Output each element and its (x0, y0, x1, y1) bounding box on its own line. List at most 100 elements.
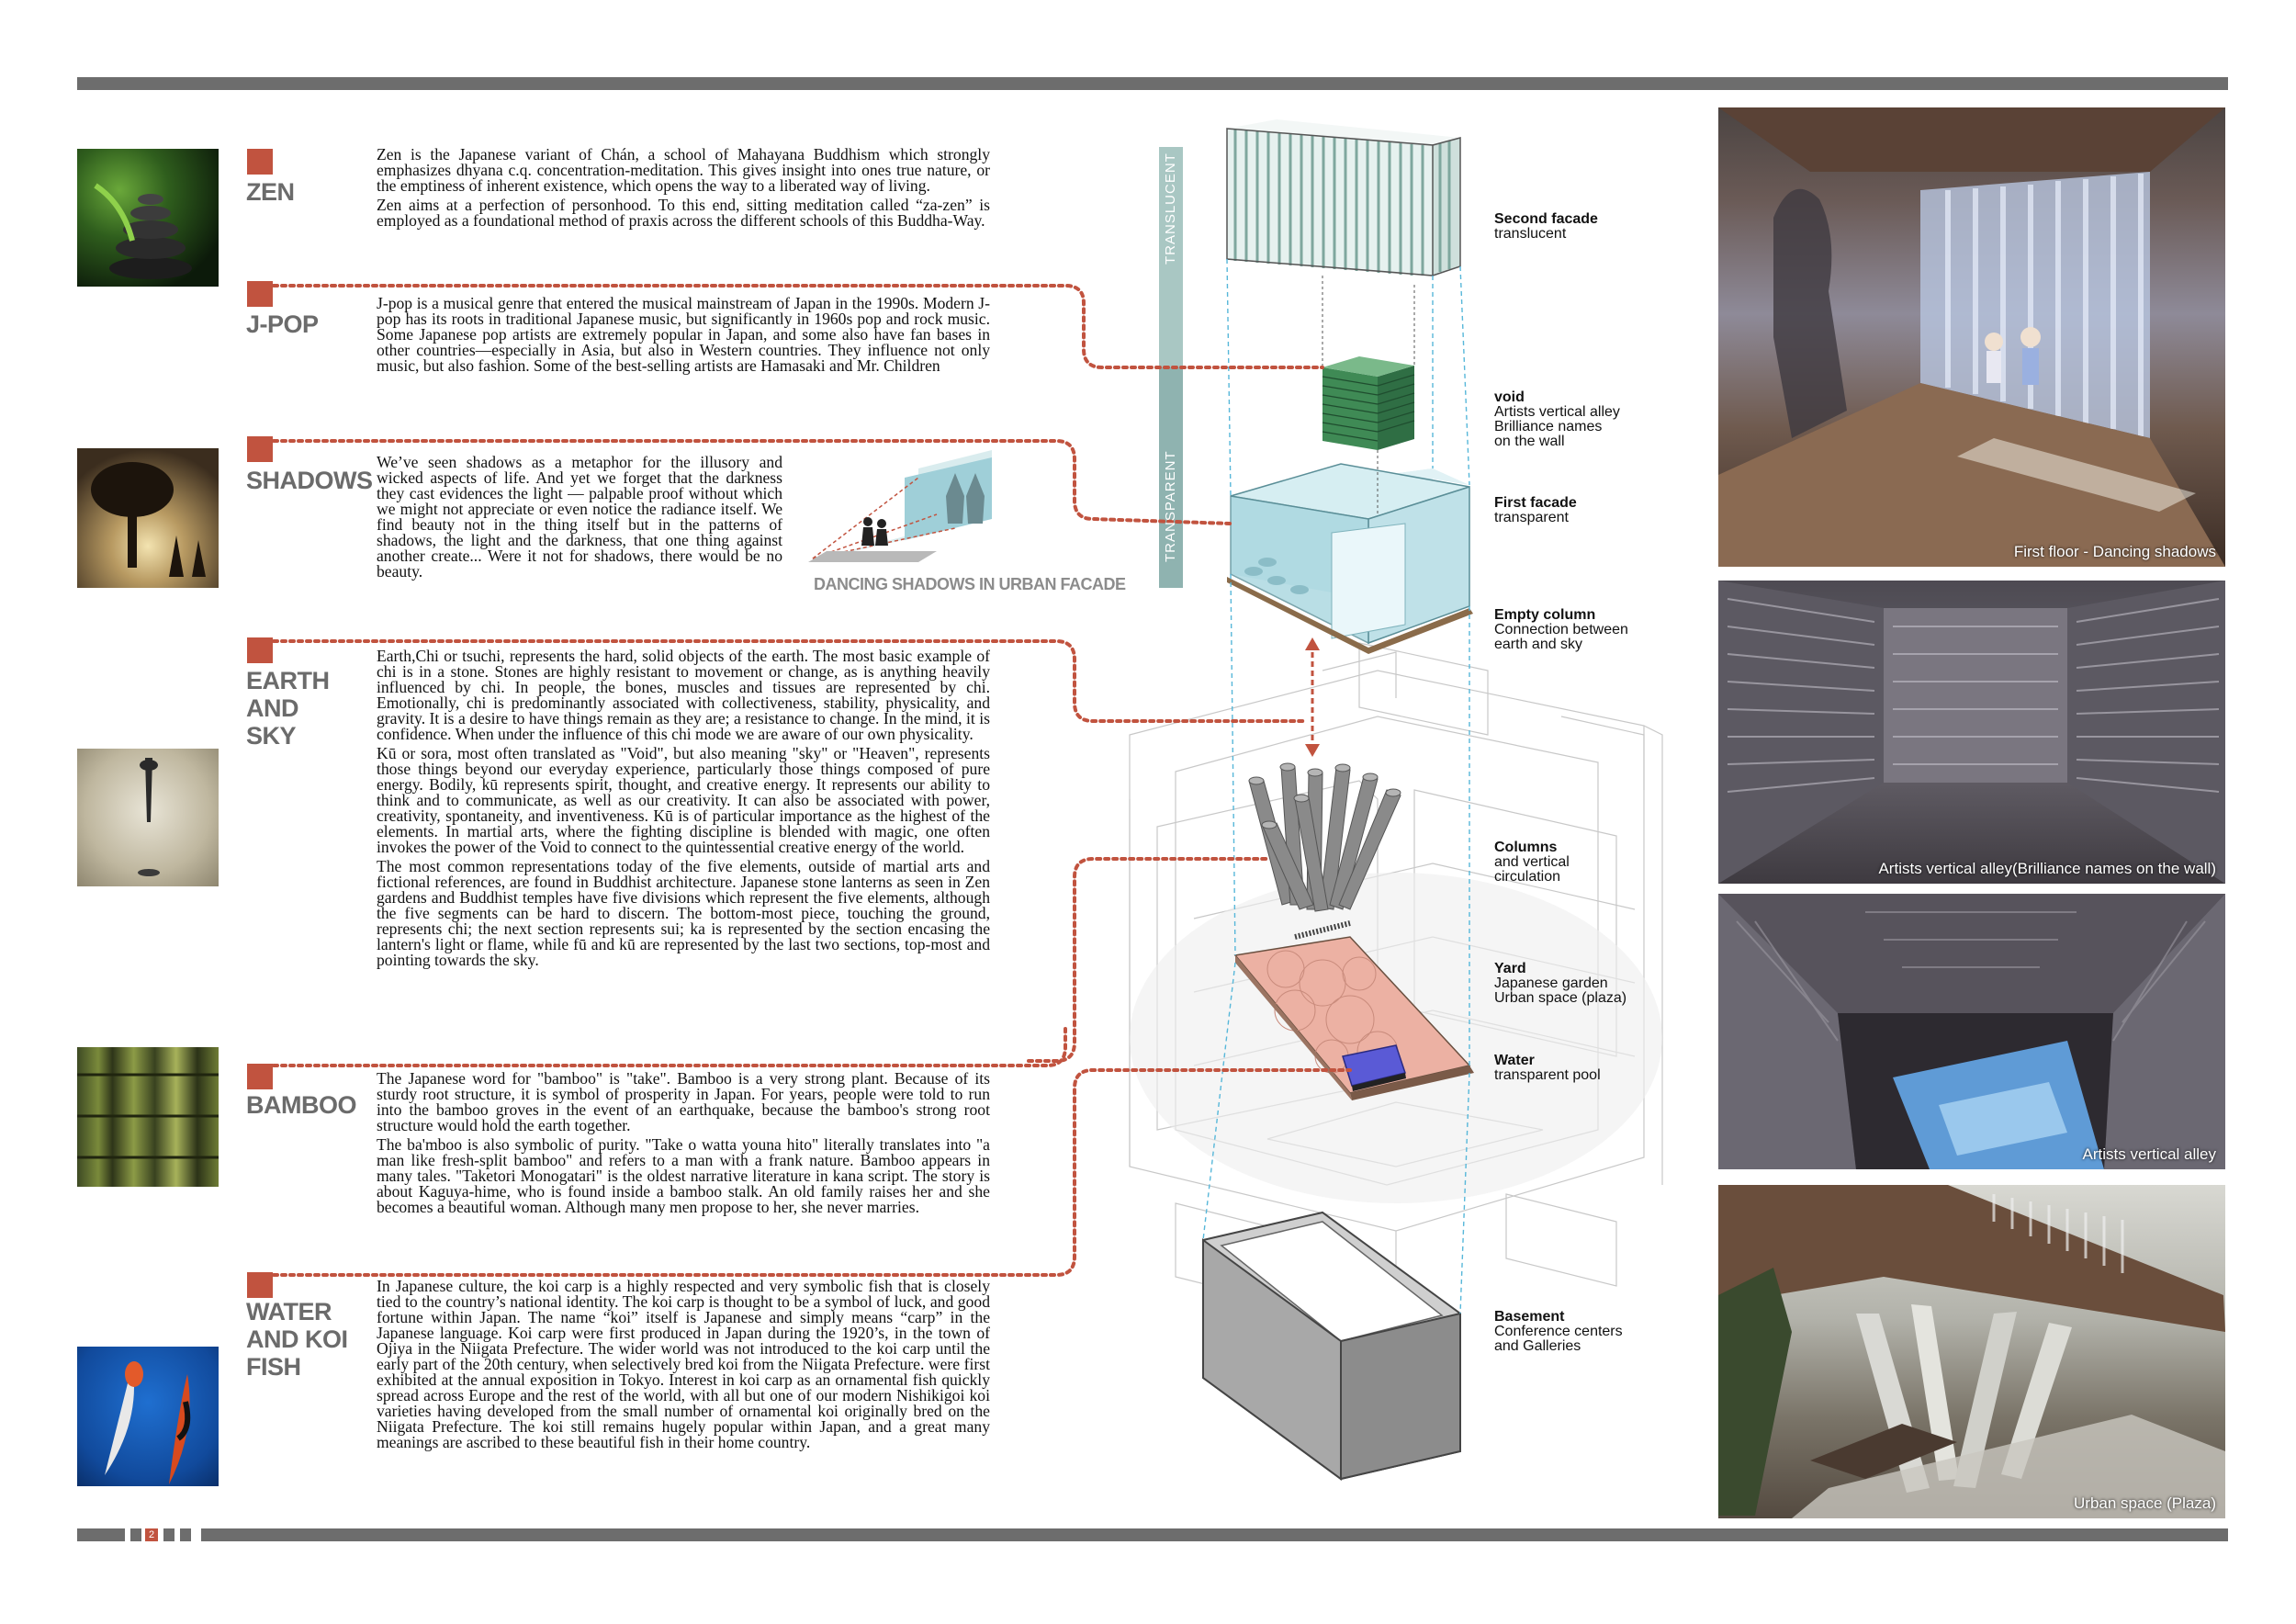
label-void-line-1: Artists vertical alley (1494, 404, 1620, 420)
label-void: void Artists vertical alley Brilliance n… (1494, 390, 1620, 449)
earth-paragraph-3: The most common representations today of… (377, 857, 990, 969)
second-facade-block (1226, 119, 1461, 276)
render-urban-plaza: Urban space (Plaza) (1718, 1185, 2225, 1518)
earth-paragraph-2: Kū or sora, most often translated as "Vo… (377, 744, 990, 856)
shadows-text: We’ve seen shadows as a metaphor for the… (377, 453, 782, 583)
jpop-heading: J-POP (246, 310, 319, 338)
yard-block (1233, 936, 1474, 1100)
earth-sky-heading: EARTH AND SKY (246, 667, 330, 750)
shadows-heading: SHADOWS (246, 467, 373, 494)
zen-heading: ZEN (246, 178, 295, 206)
koi-fish-icon (105, 1361, 191, 1484)
zen-text: Zen is the Japanese variant of Chán, a s… (377, 145, 990, 232)
bamboo-stalks-icon (77, 1073, 219, 1159)
label-basement-line-2: and Galleries (1494, 1338, 1581, 1354)
earth-sky-marker (247, 637, 273, 663)
label-second-facade-title: Second facade (1494, 211, 1598, 227)
jpop-text: J-pop is a musical genre that entered th… (377, 294, 990, 378)
label-water-line-1: transparent pool (1494, 1067, 1601, 1083)
label-yard: Yard Japanese garden Urban space (plaza) (1494, 962, 1626, 1006)
label-first-facade: First facade transparent (1494, 496, 1577, 525)
water-paragraph-1: In Japanese culture, the koi carp is a h… (377, 1277, 990, 1451)
render-artists-alley-names-caption: Artists vertical alley(Brilliance names … (1878, 860, 2216, 877)
render-artists-alley-names: Artists vertical alley(Brilliance names … (1718, 581, 2225, 884)
label-void-line-2: Brilliance names (1494, 419, 1603, 434)
label-second-facade: Second facade translucent (1494, 212, 1598, 242)
label-basement: Basement Conference centers and Gallerie… (1494, 1310, 1623, 1354)
render-artists-alley-caption: Artists vertical alley (2082, 1145, 2216, 1163)
render-artists-alley-art (1718, 894, 2225, 1169)
bamboo-paragraph-2: The ba'mboo is also symbolic of purity. … (377, 1135, 990, 1216)
label-void-title: void (1494, 389, 1525, 405)
bottom-bar-seg3 (163, 1528, 174, 1541)
zen-marker (247, 149, 273, 175)
shadow-diagram-caption: DANCING SHADOWS IN URBAN FACADE (814, 575, 1126, 593)
label-yard-title: Yard (1494, 961, 1526, 976)
shadow-puppet-thumbnail (77, 448, 219, 588)
top-bar (77, 77, 2228, 90)
empty-column-arrow (1305, 637, 1320, 757)
zen-paragraph-1: Zen is the Japanese variant of Chán, a s… (377, 145, 990, 195)
label-second-facade-line-1: translucent (1494, 226, 1567, 242)
label-columns-line-2: circulation (1494, 869, 1561, 885)
label-basement-title: Basement (1494, 1309, 1565, 1325)
render-artists-alley-names-art (1718, 581, 2225, 884)
first-facade-block (1227, 463, 1473, 654)
basement-block (1202, 1211, 1461, 1481)
bamboo-thumbnail (77, 1047, 219, 1187)
koi-fish-thumbnail (77, 1347, 219, 1486)
dancing-shadows-diagram (808, 450, 992, 562)
shadows-paragraph-1: We’ve seen shadows as a metaphor for the… (377, 453, 782, 581)
earth-sky-text: Earth,Chi or tsuchi, represents the hard… (377, 648, 990, 972)
label-columns: Columns and vertical circulation (1494, 840, 1570, 885)
bamboo-paragraph-1: The Japanese word for "bamboo" is "take"… (377, 1069, 990, 1134)
facade-bar-top-label: TRANSLUCENT (1163, 152, 1178, 265)
label-empty-column-title: Empty column (1494, 607, 1596, 623)
jpop-marker (247, 281, 273, 307)
label-water: Water transparent pool (1494, 1054, 1601, 1083)
columns-block (1248, 762, 1401, 912)
earth-paragraph-1: Earth,Chi or tsuchi, represents the hard… (377, 647, 990, 743)
jpop-paragraph-1: J-pop is a musical genre that entered th… (377, 294, 990, 375)
label-first-facade-title: First facade (1494, 495, 1577, 511)
bottom-bar-seg1 (77, 1528, 125, 1541)
water-marker (247, 1272, 273, 1298)
label-yard-line-1: Japanese garden (1494, 976, 1608, 991)
label-void-line-3: on the wall (1494, 434, 1565, 449)
suspended-rock-icon (138, 758, 160, 876)
render-dancing-shadows-caption: First floor - Dancing shadows (2013, 543, 2216, 560)
water-text: In Japanese culture, the koi carp is a h… (377, 1277, 990, 1454)
label-basement-line-1: Conference centers (1494, 1324, 1623, 1339)
render-dancing-shadows-art (1718, 107, 2225, 567)
bamboo-marker (247, 1064, 273, 1089)
earth-sky-thumbnail (77, 749, 219, 886)
water-heading: WATER AND KOI FISH (246, 1298, 348, 1381)
bottom-bar-seg2 (130, 1528, 141, 1541)
render-dancing-shadows: First floor - Dancing shadows (1718, 107, 2225, 567)
water-block (1342, 1044, 1406, 1091)
zen-stones-thumbnail (77, 149, 219, 287)
shadows-marker (247, 436, 273, 462)
label-columns-title: Columns (1494, 840, 1558, 855)
label-empty-column: Empty column Connection between earth an… (1494, 608, 1628, 652)
label-empty-column-line-2: earth and sky (1494, 637, 1583, 652)
render-urban-plaza-art (1718, 1185, 2225, 1518)
facade-bar-bottom-label: TRANSPARENT (1163, 450, 1178, 562)
bamboo-heading: BAMBOO (246, 1091, 357, 1119)
label-water-title: Water (1494, 1053, 1535, 1068)
bottom-bar (201, 1528, 2228, 1541)
bottom-bar-seg4 (180, 1528, 191, 1541)
render-urban-plaza-caption: Urban space (Plaza) (2074, 1494, 2216, 1512)
label-yard-line-2: Urban space (plaza) (1494, 990, 1627, 1006)
zen-paragraph-2: Zen aims at a perfection of personhood. … (377, 196, 990, 230)
shadow-tree-icon (91, 462, 206, 577)
label-empty-column-line-1: Connection between (1494, 622, 1628, 637)
zen-stones-icon (94, 183, 192, 279)
label-first-facade-line-1: transparent (1494, 510, 1569, 525)
page-number: 2 (145, 1528, 158, 1541)
label-columns-line-1: and vertical (1494, 854, 1570, 870)
render-artists-alley: Artists vertical alley (1718, 894, 2225, 1169)
bamboo-text: The Japanese word for "bamboo" is "take"… (377, 1069, 990, 1219)
void-block (1322, 356, 1415, 450)
